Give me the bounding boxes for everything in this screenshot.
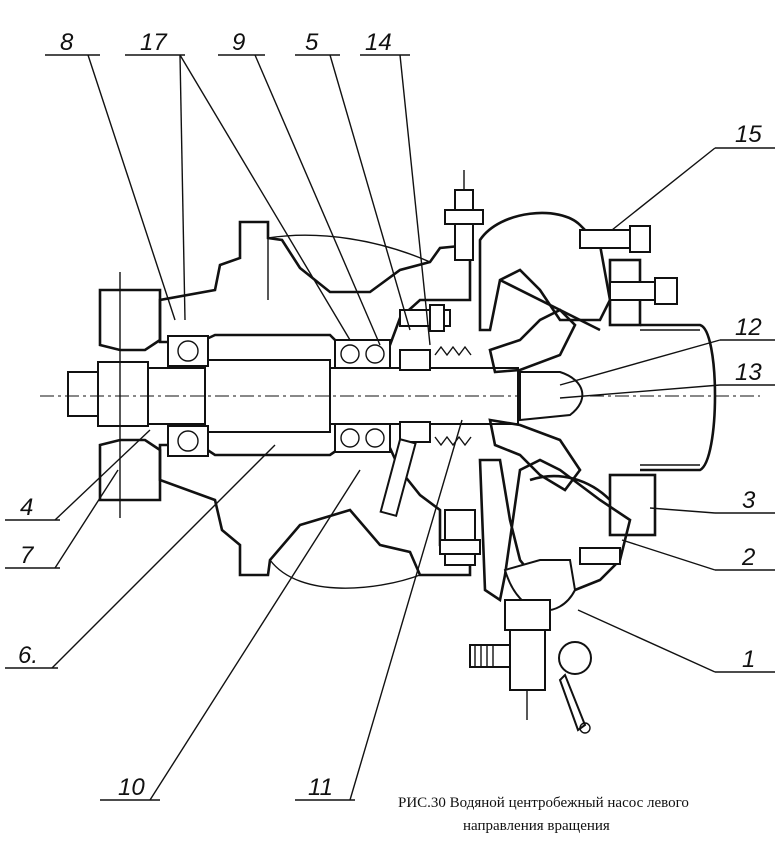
- callout-17: 17: [140, 29, 168, 56]
- callout-14: 14: [365, 29, 392, 56]
- callout-15: 15: [735, 121, 762, 148]
- callout-4: 4: [20, 494, 33, 521]
- callout-5: 5: [305, 29, 319, 56]
- callout-7: 7: [20, 542, 35, 569]
- callout-6: 6.: [18, 642, 38, 669]
- callout-3: 3: [742, 487, 756, 514]
- volute-casing: [478, 211, 632, 612]
- shaft: [40, 359, 760, 433]
- callout-12: 12: [735, 314, 762, 341]
- figure-caption: РИС.30 Водяной центробежный насос левого…: [398, 795, 689, 834]
- callout-10: 10: [118, 774, 145, 801]
- leader-lines: [5, 54, 775, 801]
- callout-13: 13: [735, 359, 762, 386]
- drain-cock: [469, 599, 592, 734]
- caption-line-1: РИС.30 Водяной центробежный насос левого: [398, 795, 689, 811]
- bolts: [399, 170, 678, 566]
- drive-hub: [67, 272, 162, 518]
- impeller: [488, 308, 584, 492]
- bearings: [167, 335, 391, 457]
- shaft-seal: [379, 345, 472, 518]
- callout-8: 8: [60, 29, 74, 56]
- callout-2: 2: [741, 544, 755, 571]
- callout-labels: 8 17 9 5 14 15 12 13 3 2 1 4 7 6. 10 11: [18, 29, 762, 801]
- callout-9: 9: [232, 29, 245, 56]
- callout-1: 1: [742, 646, 755, 673]
- caption-line-2: направления вращения: [463, 818, 610, 834]
- callout-11: 11: [308, 774, 333, 801]
